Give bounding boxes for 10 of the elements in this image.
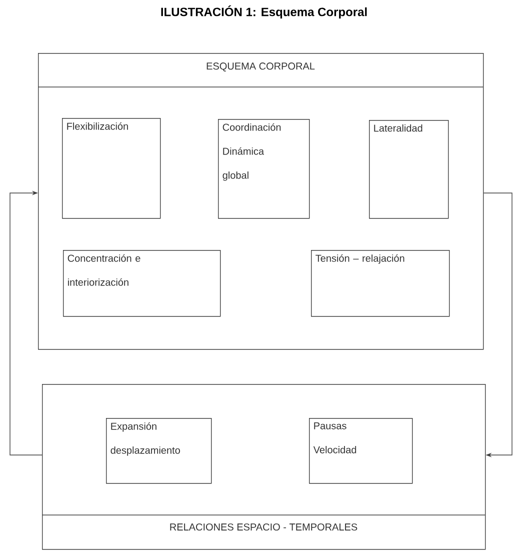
concept-box: Concentración e interiorización xyxy=(63,250,221,317)
concept-box: Lateralidad xyxy=(369,120,449,219)
concept-box: Expansión desplazamiento xyxy=(106,418,212,484)
concept-box: Coordinación Dinámica global xyxy=(218,119,310,219)
concept-box: Pausas Velocidad xyxy=(309,418,413,484)
title: ILUSTRACIÓN 1: Esquema Corporal xyxy=(161,5,367,19)
arrow xyxy=(10,190,42,456)
concept-box: Tensión – relajación xyxy=(311,250,450,317)
concept-box: Flexibilización xyxy=(62,118,161,219)
arrow xyxy=(483,192,512,458)
